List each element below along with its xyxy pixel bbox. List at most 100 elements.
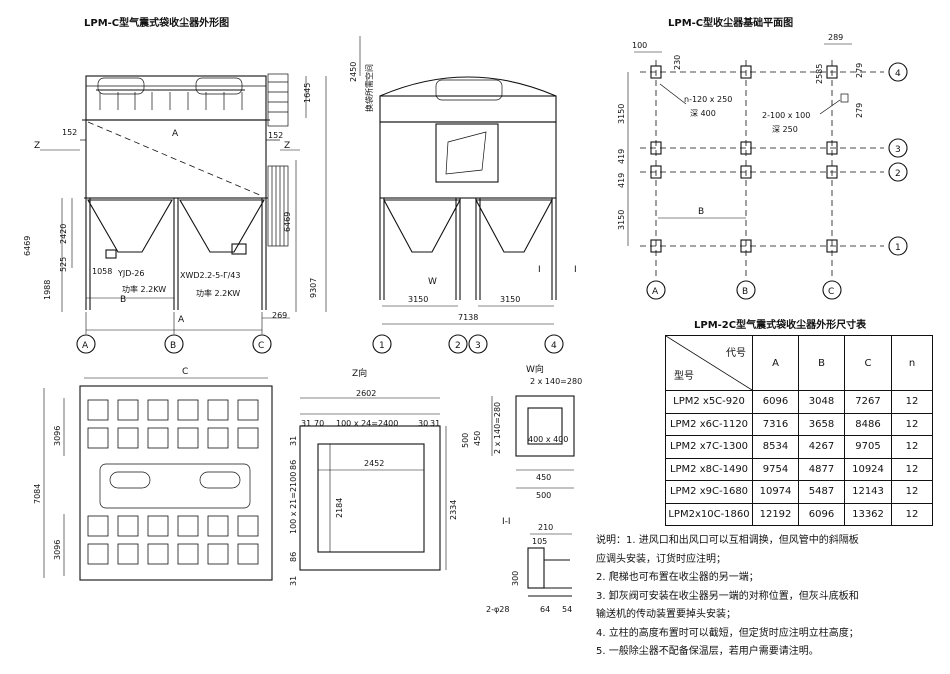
note-line: 输送机的传动装置要掉头安装； [596,609,736,620]
dim-B: B [120,295,126,305]
motor-2 [231,243,247,255]
dim-86b: 86 [289,552,298,562]
axis-label-A: A [82,341,89,351]
dim-500a: 500 [461,433,470,448]
foundation-dim-B: B [698,207,704,217]
dim-64: 64 [540,605,550,614]
w-view: W向 2 x 140=280 500 450 2 x 140=280 400 x… [461,363,582,500]
table-row: LPM2 x9C-1680 10974 5487 12143 12 [665,480,933,504]
motor-label-2: XWD2.2-5-Γ/43 [180,271,240,280]
cell-model: LPM2 x9C-1680 [665,480,753,504]
table-row: LPM2x10C-1860 12192 6096 13362 12 [665,502,933,526]
axis-bubble-1 [372,334,392,354]
section-plate [527,547,545,589]
axis-bubble-4 [544,334,564,354]
dim-279a: 279 [855,63,864,78]
plan-grid-top [87,399,259,449]
cell-model: LPM2x10C-1860 [665,502,753,526]
plan-view: C 3096 3096 7084 [33,367,273,581]
cell-C: 8486 [844,412,892,436]
note-line: 3. 卸灰阀可安装在收尘器另一端的对称位置，但灰斗底板和 [596,590,859,602]
z-view-inner [317,443,425,553]
dim-31b: 31 [430,419,440,428]
label-z-right: Z [284,141,290,151]
notes-block: 说明：1. 进风口和出风口可以互相调换，但风管中的斜隔板 应调头安装，订货时应注… [596,532,946,662]
cell-C: 7267 [844,390,892,414]
section-title: I-I [502,517,511,527]
dim-31d: 31 [289,576,298,586]
dim-152b: 152 [268,131,283,140]
side-outlet [435,123,499,183]
side-hopper-1 [383,199,461,253]
f-axis-label-1: 1 [895,243,901,253]
plan-grid-bottom [87,515,259,565]
header-col-A: A [752,335,799,391]
plan-valve-area [99,463,251,509]
cell-C: 12143 [844,480,892,504]
pit1-depth: 深 400 [690,109,716,118]
front-hopper-1 [87,199,173,253]
axis-bubble-B [164,334,184,354]
dim-3150a: 3150 [408,295,428,304]
section-ii: I-I 210 105 300 2-φ28 64 54 [486,517,572,614]
motor-label-1: YJD-26 [117,269,144,278]
dim-54: 54 [562,605,572,614]
dim-152a: 152 [62,128,77,137]
side-view: 3150 3150 7138 W I I 1 2 3 4 [372,76,577,354]
pit2-label: 2-100 x 100 [762,111,810,120]
dim-2450: 2450 [349,62,358,82]
header-code: 代号 [726,348,746,359]
dim-31a: 31 [301,419,311,428]
cell-B: 5487 [798,480,845,504]
f-axis-bubble-2 [888,162,908,182]
dim-289: 289 [828,33,843,42]
cell-C: 9705 [844,435,892,459]
side-roof [379,76,557,97]
dim-280v: 2 x 140=280 [493,402,502,454]
header-col-C: C [844,335,892,391]
table-row: LPM2 x8C-1490 9754 4877 10924 12 [665,457,933,481]
cell-A: 10974 [752,480,799,504]
dim-2602: 2602 [356,389,376,398]
dim-230: 230 [673,55,682,70]
dim-300: 300 [511,571,520,586]
dim-210: 210 [538,523,553,532]
w-view-flange [515,395,575,457]
dim-419b: 419 [617,173,626,188]
dim-1058: 1058 [92,267,112,276]
dim-105: 105 [532,537,547,546]
outline-title: LPM-C型气震式袋收尘器外形图 [84,18,230,29]
cell-A: 6096 [752,390,799,414]
cell-n: 12 [891,435,933,459]
foundation-title: LPM-C型收尘器基础平面图 [668,18,794,29]
f-axis-bubble-A [646,280,666,300]
cell-A: 9754 [752,457,799,481]
dim-3150b: 3150 [500,295,520,304]
axis-label-2: 2 [455,341,461,351]
w-view-title: W向 [526,363,544,375]
label-z-left: Z [34,141,40,151]
cell-A: 7316 [752,412,799,436]
w-view-opening [527,407,563,445]
table-row: LPM2 x5C-920 6096 3048 7267 12 [665,390,933,414]
axis-bubble-A [76,334,96,354]
label-W: W [428,277,437,287]
header-diagonal [666,336,752,390]
dim-6469a: 6469 [23,236,32,256]
z-view-outer [299,425,441,571]
cell-C: 13362 [844,502,892,526]
dim-86a: 86 [289,460,298,470]
header-col-n: n [891,335,933,391]
cell-A: 8534 [752,435,799,459]
dim-2334: 2334 [449,500,458,520]
front-valve-row [96,77,245,110]
axis-bubble-C [252,334,272,354]
side-hopper-2 [475,199,553,253]
dim-279b: 279 [855,103,864,118]
front-hopper-2 [179,199,265,253]
dim-500b: 500 [536,491,551,500]
dim-9307: 9307 [309,278,318,298]
axis-label-1: 1 [379,341,385,351]
cell-model: LPM2 x7C-1300 [665,435,753,459]
label-I-left: I [538,265,541,275]
